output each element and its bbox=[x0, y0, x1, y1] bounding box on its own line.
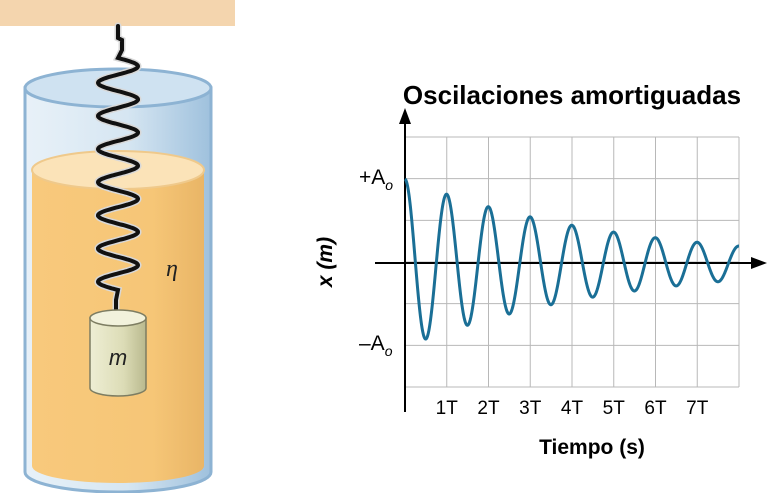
x-tick-label: 1T bbox=[436, 398, 459, 419]
x-tick-label: 7T bbox=[686, 398, 709, 419]
y-axis-arrow-icon bbox=[399, 108, 411, 124]
x-axis-label: Tiempo (s) bbox=[539, 436, 645, 459]
ceiling-support bbox=[0, 0, 235, 26]
x-tick-label: 5T bbox=[603, 398, 626, 419]
x-tick-label: 4T bbox=[561, 398, 584, 419]
viscosity-symbol: η bbox=[166, 256, 178, 282]
spring-mass-diagram: m η bbox=[0, 0, 235, 493]
y-tick-negative-amplitude: –Ao bbox=[359, 332, 393, 359]
y-tick-positive-amplitude: +Ao bbox=[359, 166, 393, 193]
mass-label: m bbox=[109, 345, 127, 370]
chart-title: Oscilaciones amortiguadas bbox=[403, 80, 741, 110]
x-axis-arrow-icon bbox=[751, 257, 767, 269]
x-tick-label: 3T bbox=[519, 398, 542, 419]
x-tick-label: 2T bbox=[477, 398, 500, 419]
x-tick-labels: 1T 2T 3T 4T 5T 6T 7T bbox=[436, 398, 709, 419]
y-axis-label: x (m) bbox=[314, 237, 337, 288]
mass-block: m bbox=[89, 309, 147, 397]
spring bbox=[94, 22, 142, 322]
damped-oscillation-chart: Oscilaciones amortiguadas +Ao –Ao 1T 2T 3T… bbox=[314, 80, 767, 459]
damped-oscillation-curve bbox=[404, 177, 739, 341]
x-tick-label: 6T bbox=[644, 398, 667, 419]
